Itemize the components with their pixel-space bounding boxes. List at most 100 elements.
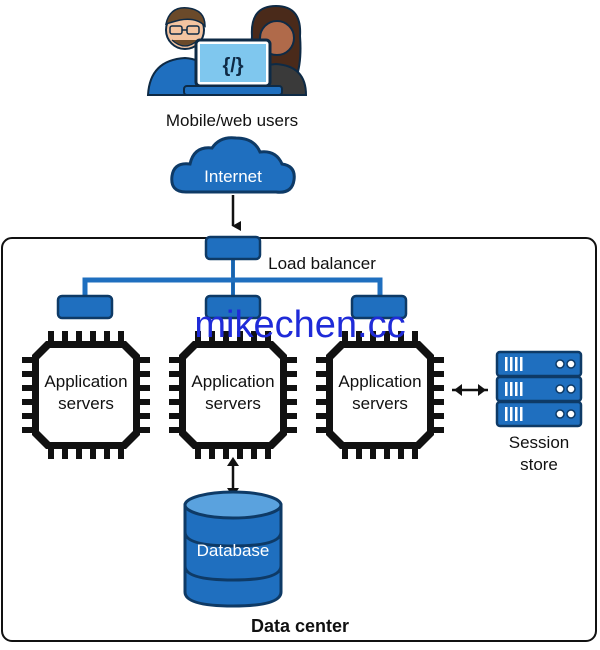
internet-label: Internet <box>204 167 262 186</box>
laptop-icon: {/} <box>183 38 283 96</box>
chip-pin <box>398 331 404 341</box>
session-store-label-line2: store <box>520 455 558 474</box>
session-server-unit-3 <box>495 400 583 428</box>
session-store-icon <box>452 350 583 428</box>
chip-pin <box>195 331 201 341</box>
session-server-unit-2 <box>495 375 583 403</box>
chip-pin <box>169 357 179 363</box>
chip-pin <box>370 331 376 341</box>
application-server-chip-2 <box>169 331 297 459</box>
server-1-label-line1: Application <box>44 372 127 391</box>
chip-pin <box>434 385 444 391</box>
chip-pin <box>22 427 32 433</box>
chip-face <box>333 348 427 442</box>
chip-pin <box>22 371 32 377</box>
chip-pin <box>62 331 68 341</box>
chip-pin <box>370 449 376 459</box>
session-server-unit-1 <box>495 350 583 378</box>
chip-pin <box>434 399 444 405</box>
chip-pin <box>412 331 418 341</box>
chip-pin <box>169 385 179 391</box>
server-1-label-line2: servers <box>58 394 114 413</box>
chip-pin <box>434 413 444 419</box>
chip-pin <box>22 385 32 391</box>
chip-pin <box>169 427 179 433</box>
server-2-label-line2: servers <box>205 394 261 413</box>
chip-pin <box>48 449 54 459</box>
application-server-chips <box>22 331 444 459</box>
chip-pin <box>316 357 326 363</box>
chip-pin <box>140 413 150 419</box>
chip-pin <box>76 331 82 341</box>
chip-pin <box>140 385 150 391</box>
chip-pin <box>434 427 444 433</box>
chip-pin <box>412 449 418 459</box>
chip-pin <box>140 427 150 433</box>
server-2-label-line1: Application <box>191 372 274 391</box>
chip-pin <box>316 399 326 405</box>
chip-pin <box>287 371 297 377</box>
chip-pin <box>316 371 326 377</box>
chip-pin <box>237 331 243 341</box>
chip-pin <box>62 449 68 459</box>
chip-pin <box>169 413 179 419</box>
chip-pin <box>251 331 257 341</box>
chip-pin <box>118 449 124 459</box>
internet-cloud-icon <box>170 136 296 194</box>
chip-pin <box>384 449 390 459</box>
server-3-label-line1: Application <box>338 372 421 391</box>
code-glyph: {/} <box>222 55 243 77</box>
chip-pin <box>22 413 32 419</box>
server-3-label-line2: servers <box>352 394 408 413</box>
users-label: Mobile/web users <box>166 111 298 130</box>
chip-pin <box>251 449 257 459</box>
chip-pin <box>140 399 150 405</box>
chip-pin <box>22 357 32 363</box>
chip-pin <box>265 331 271 341</box>
chip-pin <box>265 449 271 459</box>
chip-pin <box>140 371 150 377</box>
database-label: Database <box>197 541 270 560</box>
watermark-text: mikechen.cc <box>194 304 405 346</box>
network-lines <box>82 258 383 298</box>
chip-pin <box>90 331 96 341</box>
chip-pin <box>90 449 96 459</box>
chip-pin <box>209 449 215 459</box>
chip-pin <box>342 331 348 341</box>
database-cylinder-icon <box>183 490 283 608</box>
chip-pin <box>223 449 229 459</box>
chip-pin <box>22 399 32 405</box>
application-server-chip-1 <box>22 331 150 459</box>
load-balancer-label: Load balancer <box>268 254 376 273</box>
chip-pin <box>104 449 110 459</box>
chip-pin <box>434 371 444 377</box>
load-balancer-node <box>204 235 262 261</box>
chip-pin <box>118 331 124 341</box>
chip-pin <box>316 385 326 391</box>
data-center-frame <box>1 237 597 642</box>
users-illustration: {/} <box>146 4 308 96</box>
server-switch-node-3 <box>350 294 408 320</box>
chip-pin <box>384 331 390 341</box>
chip-pin <box>316 427 326 433</box>
chip-pin <box>195 449 201 459</box>
chip-face <box>39 348 133 442</box>
server-switch-node-2 <box>204 294 262 320</box>
chip-pin <box>76 449 82 459</box>
chip-pin <box>398 449 404 459</box>
chip-pin <box>169 399 179 405</box>
chip-pin <box>48 331 54 341</box>
chip-pin <box>356 449 362 459</box>
chip-pin <box>223 331 229 341</box>
chip-pin <box>209 331 215 341</box>
chip-pin <box>342 449 348 459</box>
chip-pin <box>140 357 150 363</box>
chip-pin <box>287 385 297 391</box>
chip-pin <box>316 413 326 419</box>
server-switch-node-1 <box>56 294 114 320</box>
chip-pin <box>237 449 243 459</box>
chip-pin <box>287 413 297 419</box>
data-center-label: Data center <box>251 616 349 636</box>
